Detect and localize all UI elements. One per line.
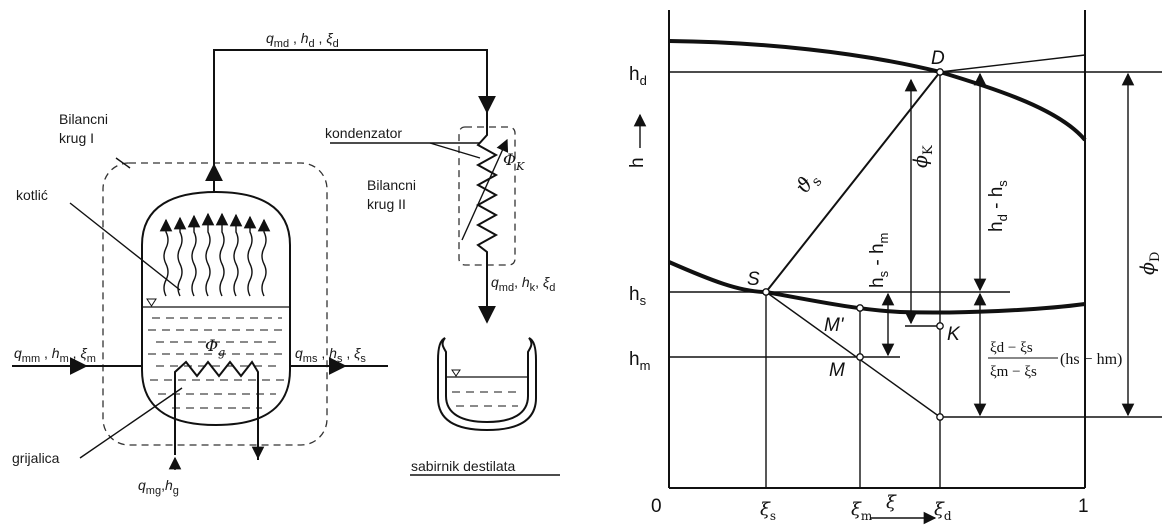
hd-minus-hs-label: hd - hs: [986, 180, 1010, 232]
balance-circle-1-label-line1: Bilancni: [59, 111, 108, 127]
vapor-out-label: qmd , hd , ξd: [266, 30, 339, 50]
vapor-pipe: [213, 49, 488, 192]
point-m-prime-label: M': [824, 315, 845, 336]
kettle-label: kotlić: [16, 187, 48, 203]
vapor-arrows: [159, 212, 271, 297]
phi-d-dim-label: ϕD: [1137, 252, 1162, 275]
x-tick-1: 1: [1078, 496, 1089, 517]
point-s-marker: [762, 288, 770, 296]
tick-hm: hm: [629, 349, 650, 373]
boiling-curve: [668, 260, 1086, 315]
x-axis-xi-label: ξ: [886, 492, 897, 513]
fraction-denominator: ξm − ξs: [990, 364, 1037, 380]
x-tick-xi-d: ξd: [934, 499, 952, 523]
receiver-label: sabirnik destilata: [411, 458, 515, 474]
point-k-label: K: [947, 324, 961, 345]
point-m-label: M: [829, 360, 845, 381]
balance-circle-2-label-line1: Bilancni: [367, 177, 416, 193]
x-tick-xi-m: ξm: [851, 499, 873, 523]
fraction-tail: (hs − hm): [1060, 351, 1122, 368]
leader-condenser: [429, 142, 481, 159]
feed-label: qmm , hm , ξm: [14, 345, 96, 365]
balance-circle-1-boundary: [102, 162, 328, 446]
leader-balance-1: [115, 157, 131, 169]
receiver-level-mark: [451, 369, 461, 377]
condenser-coil: [475, 112, 499, 270]
enthalpy-concentration-diagram: hd hs hm h 0 1 ξs ξm ξ ξd D S M' M K ϑs: [627, 10, 1162, 525]
tick-hs: hs: [629, 284, 647, 308]
condenser-heat-arrow: [461, 138, 509, 241]
h-axis-label: h: [627, 157, 648, 168]
fraction-expression: ξd − ξs ξm − ξs (hs − hm): [988, 340, 1122, 380]
apparatus-schematic: qmd , hd , ξd Bilancni krug I kotlić kon…: [12, 30, 560, 497]
leader-heater: [79, 387, 183, 459]
distillate-receiver: [437, 337, 537, 432]
point-m-prime-marker: [856, 304, 864, 312]
point-bottom-marker: [936, 413, 944, 421]
tick-hd: hd: [629, 64, 647, 88]
fraction-numerator: ξd − ξs: [990, 340, 1033, 356]
heater-coil: [174, 360, 259, 460]
phi-g-label: Φg: [205, 336, 225, 359]
balance-circle-2-boundary: [458, 126, 516, 266]
phi-k-label: ΦK: [503, 150, 525, 173]
leader-kettle: [69, 202, 181, 291]
residue-label: qms , hs , ξs: [295, 345, 366, 365]
sm-line: [765, 291, 941, 418]
point-d-label: D: [931, 48, 945, 69]
condensate-label: qmd, hk, ξd: [491, 274, 555, 294]
tie-extension: [939, 54, 1086, 73]
point-s-label: S: [747, 269, 760, 290]
balance-circle-1-label-line2: krug I: [59, 130, 94, 146]
theta-s-label: ϑs: [790, 166, 825, 200]
balance-circle-2-label-line2: krug II: [367, 196, 406, 212]
point-k-marker: [936, 322, 944, 330]
point-d-marker: [936, 68, 944, 76]
x-tick-0: 0: [651, 496, 662, 517]
kettle-vessel: [141, 190, 291, 427]
point-m-marker: [856, 353, 864, 361]
phi-k-dim-label: ϕK: [910, 145, 936, 168]
dew-curve: [668, 39, 1087, 142]
heater-label: grijalica: [12, 450, 60, 466]
condenser-label: kondenzator: [325, 125, 402, 141]
x-tick-xi-s: ξs: [760, 499, 776, 523]
hs-minus-hm-label: hs - hm: [867, 233, 891, 288]
heating-medium-label: qmg,hg: [138, 477, 179, 497]
liquid-level-mark: [146, 298, 157, 307]
